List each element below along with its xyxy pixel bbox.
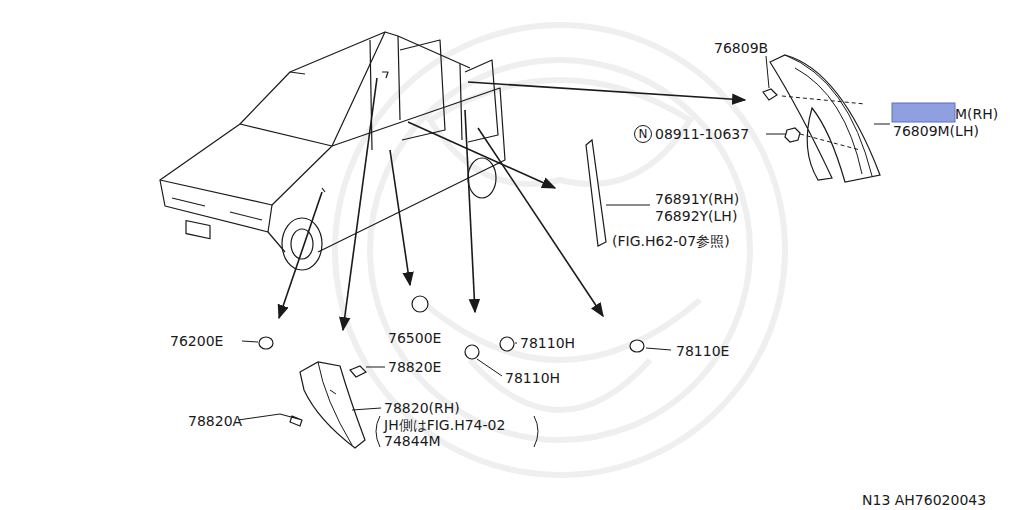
pointer-arrow (279, 78, 745, 330)
part-number: M(RH) (955, 105, 998, 123)
highlight-box (892, 103, 955, 122)
watermark (335, 25, 785, 475)
part-number: 76891Y(RH) (655, 190, 739, 208)
pillar-trim (586, 140, 606, 246)
part-number: 78110H (520, 334, 575, 352)
quarter-panel (770, 55, 880, 182)
part-number: 78110H (505, 369, 560, 387)
leader-line (238, 56, 890, 447)
part-number: JH側はFIG.H74-02 (384, 416, 505, 434)
mud-guard-detail (318, 362, 352, 445)
car-body (160, 32, 505, 270)
part-number: 74844M (384, 432, 441, 450)
part-number: (FIG.H62-07参照) (612, 232, 730, 250)
part-number: 76809B (714, 39, 768, 57)
circled-symbol: N (634, 125, 652, 143)
part-number: 78820A (188, 412, 242, 430)
mud-guard (300, 362, 365, 448)
quarter-panel-detail (785, 55, 872, 176)
part-number: 76500E (388, 329, 441, 347)
part-number: 76892Y(LH) (655, 207, 737, 225)
part-number: N13 AH76020043 (862, 491, 986, 509)
symbol-letter: N (639, 128, 648, 140)
part-number: 76200E (170, 332, 223, 350)
part-number: 78820E (388, 358, 441, 376)
part-number: 78820(RH) (384, 399, 460, 417)
part-number: 78110E (676, 342, 729, 360)
part-number: 08911-10637 (655, 125, 749, 143)
part-number: 76809M(LH) (893, 122, 979, 140)
